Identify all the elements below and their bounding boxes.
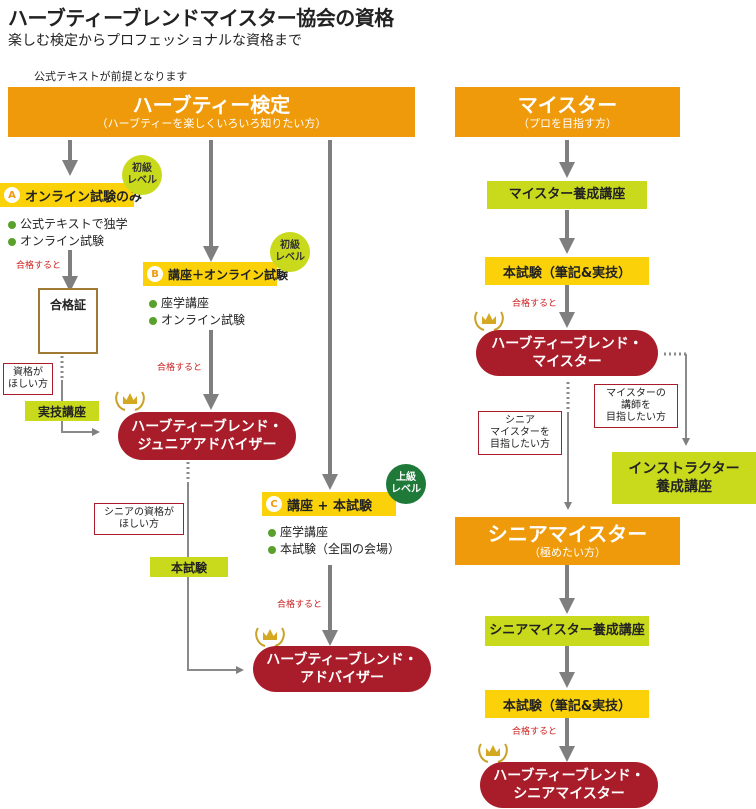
course-b-letter: B — [147, 266, 163, 282]
pass-label-b: 合格すると — [157, 363, 203, 373]
meister-header: マイスター （プロを目指す方） — [455, 87, 680, 137]
senior-exam-box: 本試験（筆記&実技） — [485, 690, 649, 718]
crown-icon — [255, 627, 285, 647]
meister-exam-box: 本試験（筆記&実技） — [485, 257, 649, 285]
course-b-items: 座学講座 オンライン試験 — [149, 295, 245, 329]
course-b-box: B 講座＋オンライン試験 — [143, 262, 288, 286]
pass-label-meister: 合格すると — [512, 299, 558, 309]
pass-label-c: 合格すると — [277, 600, 323, 610]
senior-exam-label: 本試験（筆記&実技） — [502, 698, 632, 714]
advisor-pill: ハーブティーブレンド・ アドバイザー — [253, 646, 431, 692]
course-a-items: 公式テキストで独学 オンライン試験 — [8, 216, 128, 250]
aim-senior-note: シニア マイスターを 目指したい方 — [478, 411, 562, 455]
course-c-level-badge: 上級 レベル — [386, 464, 426, 504]
aim-instructor-note: マイスターの 講師を 目指したい方 — [594, 384, 678, 428]
pass-label-a: 合格すると — [16, 261, 62, 271]
list-item: 座学講座 — [268, 524, 400, 541]
meister-training-label: マイスター養成講座 — [508, 187, 626, 202]
meister-header-subtitle: （プロを目指す方） — [518, 117, 617, 130]
instructor-training-box: インストラクター 養成講座 — [612, 452, 756, 504]
list-item: オンライン試験 — [149, 312, 245, 329]
course-c-letter: C — [266, 496, 282, 512]
list-item: オンライン試験 — [8, 233, 128, 250]
course-a-box: A オンライン試験のみ — [0, 183, 142, 207]
senior-meister-pill: ハーブティーブレンド・ シニアマイスター — [480, 762, 658, 808]
main-exam-box: 本試験 — [150, 557, 228, 577]
prerequisite-note: 公式テキストが前提となります — [34, 70, 188, 83]
meister-header-title: マイスター — [517, 93, 618, 117]
meister-exam-label: 本試験（筆記&実技） — [502, 265, 632, 281]
practical-course-box: 実技講座 — [25, 401, 99, 421]
want-cert-note: 資格が ほしい方 — [3, 363, 53, 395]
bullet-icon — [8, 237, 16, 246]
meister-training-box: マイスター養成講座 — [487, 181, 647, 209]
senior-meister-header: シニアマイスター （極めたい方） — [455, 517, 680, 565]
course-c-box: C 講座 + 本試験 — [262, 492, 396, 516]
crown-icon — [474, 311, 504, 331]
crown-icon — [115, 391, 145, 411]
senior-header-title: シニアマイスター — [487, 522, 648, 546]
course-c-items: 座学講座 本試験（全国の会場） — [268, 524, 400, 558]
page-subtitle: 楽しむ検定からプロフェッショナルな資格まで — [8, 33, 302, 49]
main-exam-label: 本試験 — [170, 560, 207, 575]
course-a-letter: A — [4, 187, 20, 203]
list-item: 座学講座 — [149, 295, 245, 312]
course-a-label: オンライン試験のみ — [25, 189, 143, 205]
course-b-level-badge: 初級 レベル — [270, 232, 310, 272]
list-item: 本試験（全国の会場） — [268, 541, 400, 558]
bullet-icon — [149, 299, 157, 308]
page-title: ハーブティーブレンドマイスター協会の資格 — [8, 6, 394, 30]
senior-header-subtitle: （極めたい方） — [529, 546, 606, 559]
crown-icon — [478, 743, 508, 763]
course-a-level-badge: 初級 レベル — [122, 155, 162, 195]
course-b-label: 講座＋オンライン試験 — [168, 267, 289, 282]
senior-training-box: シニアマイスター養成講座 — [485, 616, 649, 646]
course-c-label: 講座 + 本試験 — [287, 498, 372, 514]
bullet-icon — [8, 220, 16, 229]
bullet-icon — [268, 528, 276, 537]
meister-pill: ハーブティーブレンド・ マイスター — [476, 330, 658, 376]
list-item: 公式テキストで独学 — [8, 216, 128, 233]
bullet-icon — [268, 545, 276, 554]
connector-cert-to-junior — [61, 380, 100, 436]
connector-junior-to-advisor — [187, 482, 244, 674]
practical-course-label: 実技講座 — [37, 404, 86, 419]
kentei-header-subtitle: （ハーブティーを楽しくいろいろ知りたい方） — [96, 117, 327, 130]
senior-training-label: シニアマイスター養成講座 — [489, 623, 645, 638]
kentei-header-title: ハーブティー検定 — [132, 93, 291, 117]
kentei-header: ハーブティー検定 （ハーブティーを楽しくいろいろ知りたい方） — [8, 87, 415, 137]
pass-label-senior: 合格すると — [512, 727, 558, 737]
certificate-label: 合格証 — [49, 298, 86, 312]
want-senior-cert-note: シニアの資格が ほしい方 — [94, 503, 184, 535]
junior-advisor-pill: ハーブティーブレンド・ ジュニアアドバイザー — [118, 412, 296, 460]
bullet-icon — [149, 316, 157, 325]
certificate-box: 合格証 — [38, 288, 98, 354]
